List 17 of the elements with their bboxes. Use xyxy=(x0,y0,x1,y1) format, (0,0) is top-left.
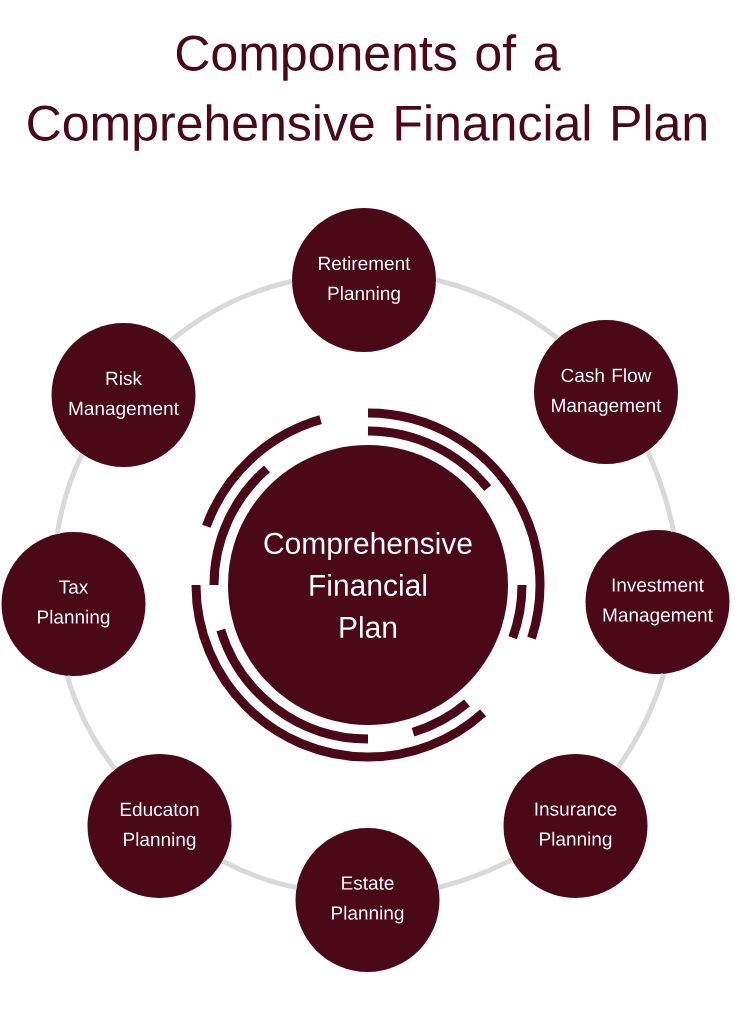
circle-node: Tax Planning xyxy=(1,532,146,676)
connector-arc xyxy=(221,858,297,890)
circle-node: Estate Planning xyxy=(295,828,440,972)
connector-arc xyxy=(437,857,513,890)
circle-node: Retirement Planning xyxy=(292,208,436,352)
connector-arc xyxy=(54,453,85,535)
circle-node: Risk Management xyxy=(51,323,196,467)
connector-arc xyxy=(615,673,667,769)
connector-arc xyxy=(435,277,560,341)
connector-arc xyxy=(64,675,118,771)
title: Components of a Comprehensive Financial Plan xyxy=(28,34,706,151)
circle-node: Investment Management xyxy=(585,530,730,674)
circle-node: Educaton Planning xyxy=(87,754,232,898)
circle-node: Cash Flow Management xyxy=(534,320,678,464)
connector-arc xyxy=(645,450,677,533)
connector-arc xyxy=(169,278,293,343)
circle-node: Insurance Planning xyxy=(503,754,648,898)
